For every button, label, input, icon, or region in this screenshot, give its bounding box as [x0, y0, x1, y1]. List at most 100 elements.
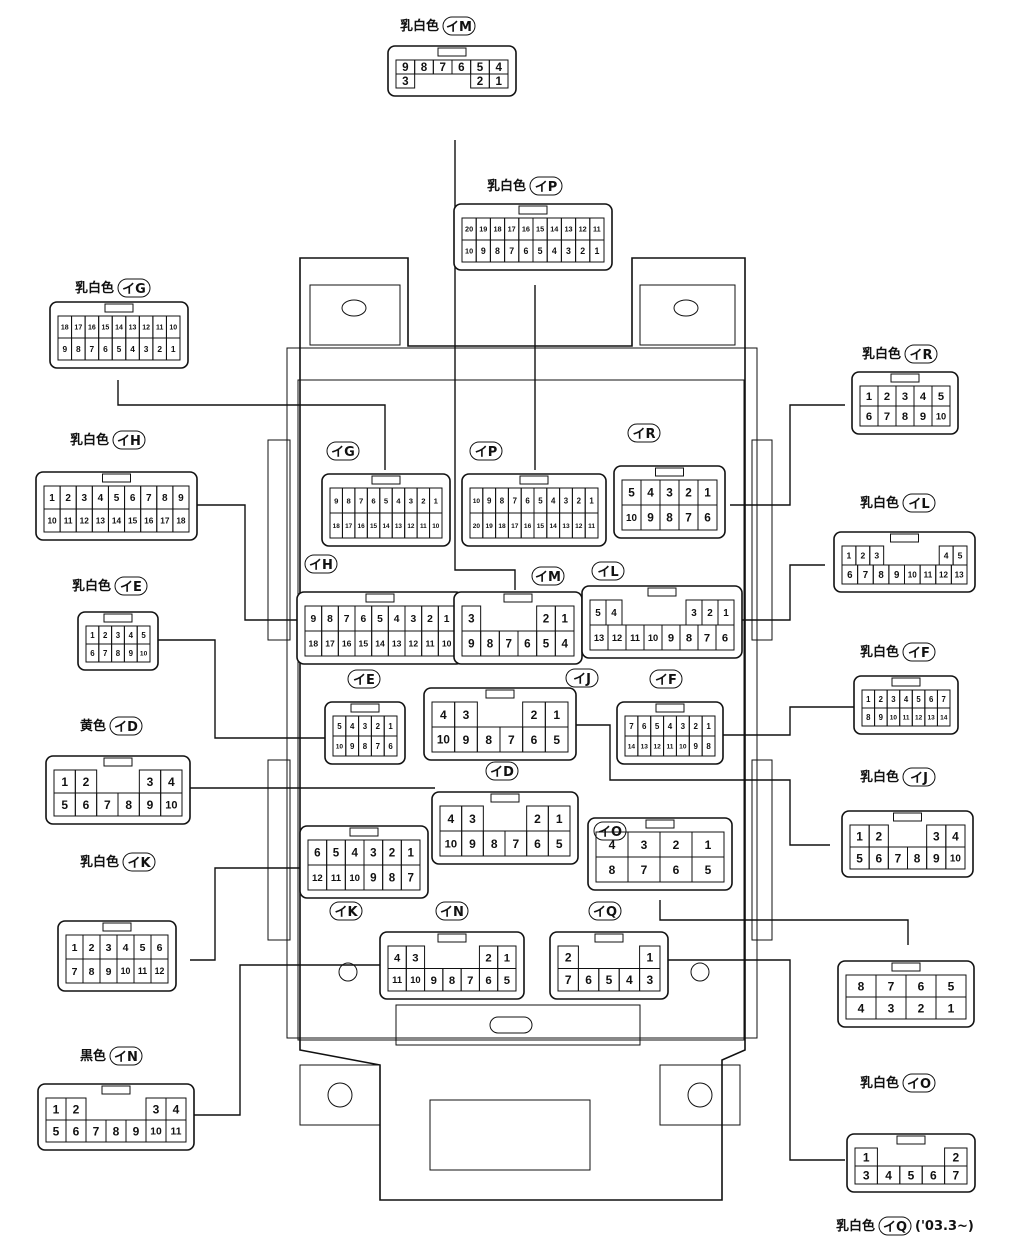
pin-number: 1: [504, 952, 510, 964]
pin-number: 7: [895, 851, 902, 865]
pin-number: 4: [561, 638, 568, 651]
pin-number: 1: [646, 951, 653, 965]
pin-number: 2: [707, 608, 713, 619]
pin-number: 17: [511, 523, 519, 530]
pin-number: 9: [147, 798, 154, 812]
pin-number: 3: [863, 1168, 870, 1182]
connector-housing: [321, 473, 451, 547]
pin-number: 1: [72, 942, 78, 954]
connector-housing: [423, 687, 577, 761]
pin-number: 5: [628, 486, 635, 500]
pin-number: 5: [916, 695, 921, 704]
pin-number: 7: [104, 798, 111, 812]
pin-number: 8: [389, 872, 396, 885]
connector-latch: [371, 475, 401, 485]
pin-number: 9: [693, 742, 698, 751]
pin-number: 17: [74, 325, 82, 332]
pin-number: 17: [325, 639, 335, 649]
pin-number: 7: [407, 872, 413, 885]
pin-number: 12: [612, 633, 622, 643]
pin-number: 5: [333, 847, 340, 860]
color-label: 黄色: [80, 718, 106, 734]
block-connector-id-badge: イN: [435, 901, 469, 921]
pin-number: 6: [90, 649, 95, 658]
pin-number: 3: [666, 486, 673, 500]
connector-id-text: イG: [331, 445, 355, 460]
connector-id-badge: イR: [904, 344, 938, 364]
connector-id-text: イE: [353, 673, 375, 688]
pin-number: 11: [425, 639, 434, 649]
pin-number: 8: [902, 411, 908, 423]
pin-number: 1: [171, 344, 176, 354]
connector-latch: [437, 47, 467, 57]
pin-cell: [165, 337, 181, 361]
pin-number: 10: [442, 639, 452, 649]
pin-number: 8: [125, 798, 132, 812]
pin-number: 8: [363, 742, 368, 751]
pin-number: 2: [673, 838, 680, 852]
pin-number: 8: [914, 851, 921, 865]
connector-housing: [613, 465, 726, 539]
pin-number: 14: [112, 515, 122, 525]
color-label: 乳白色: [80, 854, 119, 870]
pin-number: 7: [509, 246, 514, 256]
pin-number: 8: [858, 979, 865, 993]
pin-number: 6: [673, 863, 680, 877]
pin-number: 8: [485, 733, 492, 747]
pin-number: 14: [115, 325, 123, 332]
connector-housing: [37, 1083, 195, 1151]
block-connector-id-badge: イK: [329, 901, 363, 921]
pin-number: 3: [144, 344, 149, 354]
pin-number: 5: [606, 973, 613, 987]
pin-number: 7: [90, 344, 95, 354]
pin-cell: [945, 846, 966, 870]
connector-id-badge: イF: [902, 642, 936, 662]
pin-number: 6: [531, 733, 538, 747]
pin-number: 6: [523, 246, 528, 256]
pin-number: 2: [685, 486, 692, 500]
connector-latch: [645, 819, 675, 829]
pin-number: 2: [376, 722, 381, 731]
pin-cell: [488, 73, 509, 89]
connector-latch: [102, 473, 131, 483]
pin-number: 17: [508, 225, 516, 234]
block-connector-id-badge: イR: [627, 423, 661, 443]
pin-number: 1: [495, 75, 502, 88]
pin-number: 1: [90, 631, 95, 640]
pin-number: 2: [421, 496, 425, 505]
pin-number: 9: [133, 1124, 140, 1138]
pin-number: 4: [920, 391, 927, 403]
block-connector-id-badge: イO: [593, 821, 627, 841]
block-connector-id-badge: イL: [591, 561, 625, 581]
connector-id-text: イH: [117, 434, 141, 449]
color-label: 乳白色: [836, 1218, 875, 1234]
pin-number: 11: [924, 570, 933, 579]
pin-number: 2: [580, 246, 585, 256]
pin-number: 10: [410, 974, 420, 985]
pin-cell: [383, 735, 398, 757]
pin-number: 5: [477, 61, 484, 74]
pin-number: 10: [890, 714, 898, 721]
pin-cell: [165, 1119, 187, 1143]
pin-cell: [497, 968, 517, 992]
pin-number: 19: [486, 523, 494, 530]
pin-number: 5: [958, 551, 963, 561]
pin-number: 1: [866, 695, 871, 704]
pin-number: 9: [463, 733, 470, 747]
pin-number: 12: [939, 570, 949, 579]
pin-number: 4: [98, 493, 104, 504]
pin-number: 12: [579, 225, 587, 234]
pin-number: 7: [512, 837, 519, 851]
pin-number: 6: [642, 722, 647, 731]
